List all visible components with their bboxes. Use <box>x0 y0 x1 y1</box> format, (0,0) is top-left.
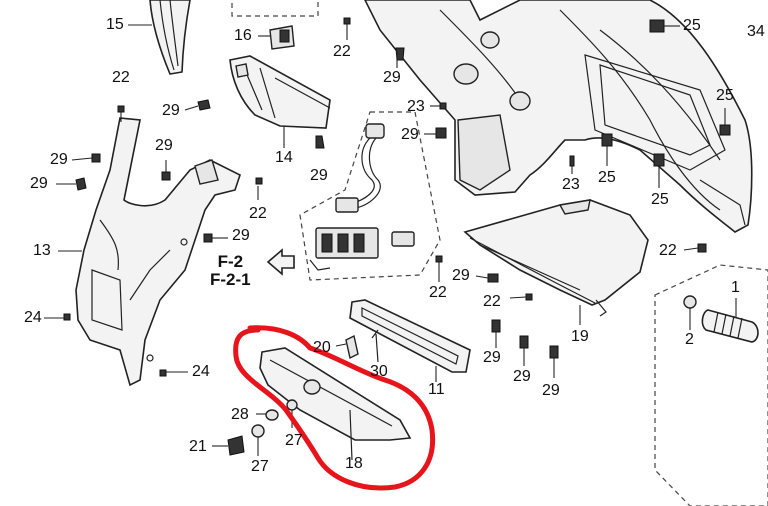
callout-19: 19 <box>571 328 589 345</box>
callout-29: 29 <box>30 175 48 192</box>
callout-22: 22 <box>483 293 501 310</box>
callout-29: 29 <box>383 69 401 86</box>
callout-29: 29 <box>452 267 470 284</box>
part-28-washer <box>265 409 279 421</box>
callout-14: 14 <box>275 149 293 166</box>
dashboard-frame <box>364 0 753 233</box>
callout-22: 22 <box>249 205 267 222</box>
callout-2: 2 <box>685 331 694 348</box>
callout-25: 25 <box>651 191 669 208</box>
part-20-clip <box>345 334 359 360</box>
callout-23: 23 <box>407 98 425 115</box>
callout-34: 34 <box>747 23 765 40</box>
callout-20: 20 <box>313 339 331 356</box>
section-reference: F-2 F-2-1 <box>210 253 251 289</box>
callout-18: 18 <box>345 455 363 472</box>
callout-29: 29 <box>310 167 328 184</box>
callout-25: 25 <box>598 169 616 186</box>
highlight-circle <box>233 325 436 491</box>
part-11-frame <box>349 299 471 373</box>
callout-29: 29 <box>483 349 501 366</box>
callout-24: 24 <box>192 363 210 380</box>
callout-24: 24 <box>24 309 42 326</box>
callout-1: 1 <box>731 279 740 296</box>
callout-22: 22 <box>112 69 130 86</box>
callout-13: 13 <box>33 242 51 259</box>
callout-15: 15 <box>106 16 124 33</box>
part-13-side-panel <box>75 117 241 387</box>
callout-22: 22 <box>429 284 447 301</box>
callout-29: 29 <box>232 227 250 244</box>
callout-29: 29 <box>542 382 560 399</box>
reference-arrow <box>266 248 295 276</box>
callout-29: 29 <box>50 151 68 168</box>
callout-22: 22 <box>333 43 351 60</box>
part-16-clip <box>269 25 295 50</box>
leader-lines <box>44 25 737 456</box>
section-reference-line1: F-2 <box>217 252 244 271</box>
callout-29: 29 <box>155 137 173 154</box>
part-15-trim <box>149 0 191 75</box>
upper-dashed-box <box>231 0 319 17</box>
callout-11: 11 <box>428 381 445 398</box>
callout-21: 21 <box>189 438 207 455</box>
section-reference-line2: F-2-1 <box>210 269 251 289</box>
part-19-glove-box <box>463 199 649 317</box>
part-21-clip <box>227 435 245 456</box>
callout-28: 28 <box>231 406 249 423</box>
wiring-dashed-box <box>299 111 441 281</box>
callout-25: 25 <box>683 17 701 34</box>
callout-29: 29 <box>162 102 180 119</box>
part-1-grip <box>683 295 759 343</box>
callout-23: 23 <box>562 176 580 193</box>
callout-27: 27 <box>251 458 269 475</box>
fasteners <box>63 17 731 377</box>
callout-30: 30 <box>370 363 388 380</box>
part-18-lower-trim <box>259 347 412 461</box>
callout-25: 25 <box>716 87 734 104</box>
part-14-bracket <box>229 55 331 129</box>
callout-29: 29 <box>513 368 531 385</box>
wiring-harness <box>309 123 415 271</box>
callout-22: 22 <box>659 242 677 259</box>
callout-27: 27 <box>285 432 303 449</box>
part-30-screw <box>371 329 379 363</box>
callout-16: 16 <box>234 27 252 44</box>
right-dashed-box <box>654 264 768 506</box>
callout-29: 29 <box>401 126 419 143</box>
